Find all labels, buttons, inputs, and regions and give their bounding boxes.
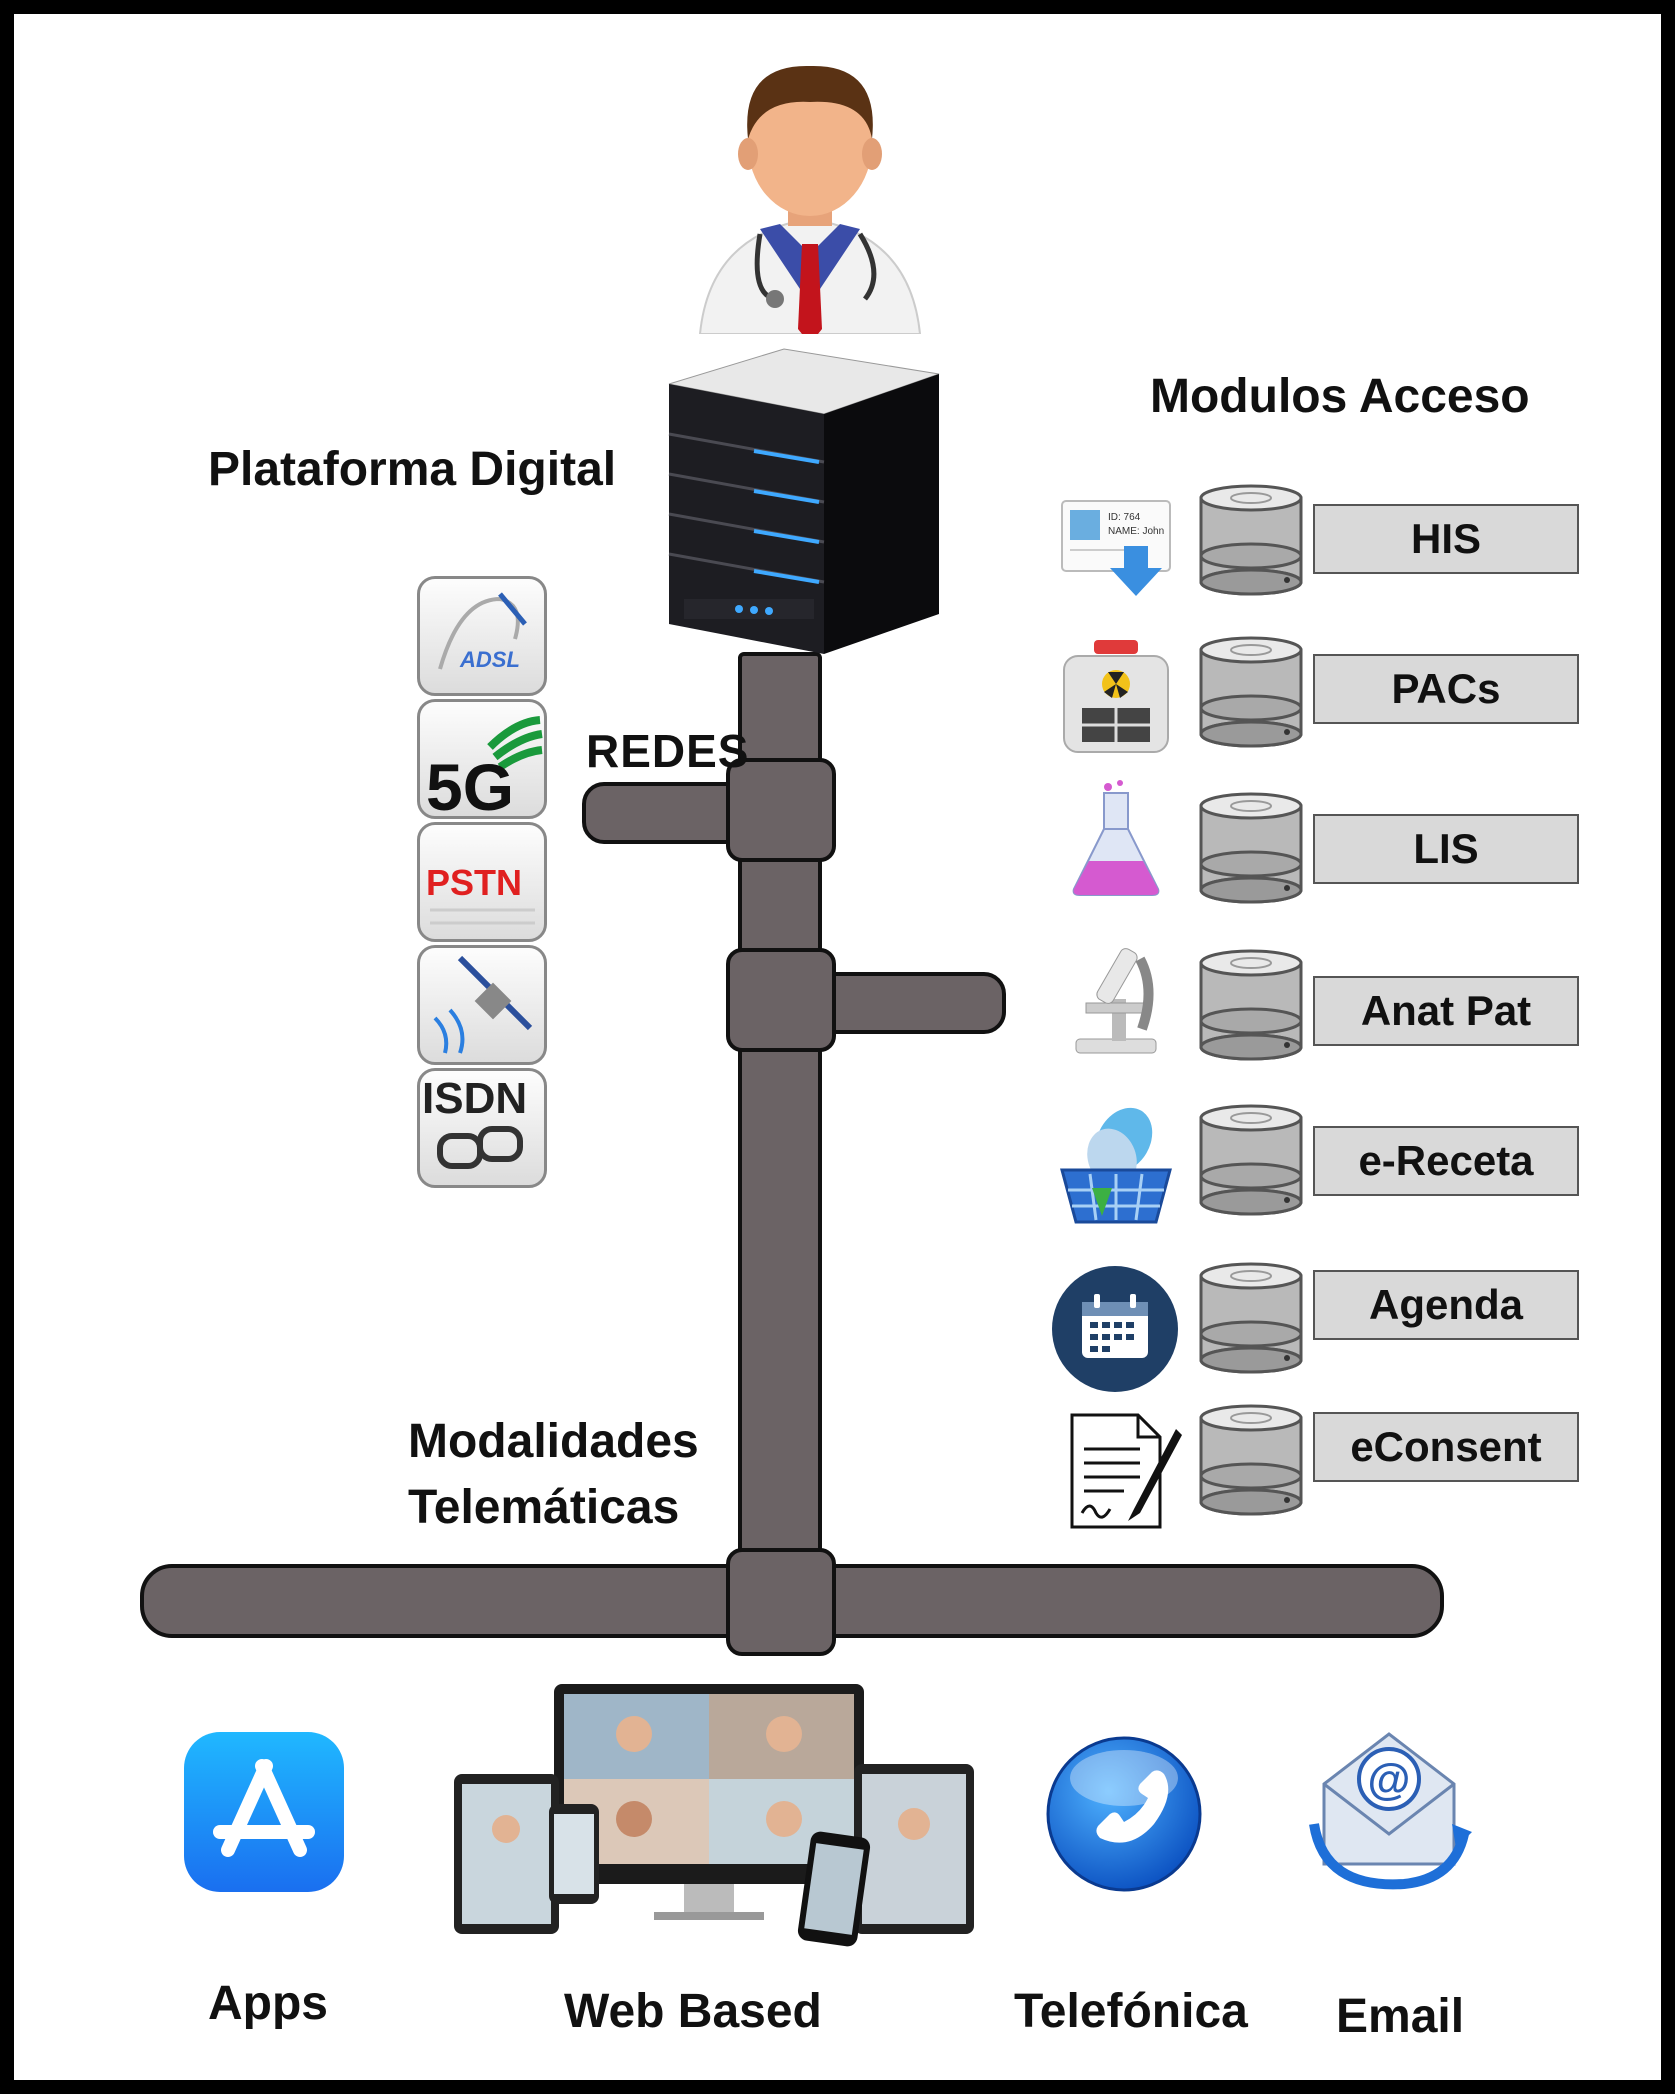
- 5g-icon: 5G: [417, 699, 547, 819]
- modality-telefonica: Telefónica: [1014, 1985, 1248, 2038]
- isdn-icon: ISDN: [417, 1068, 547, 1188]
- 5g-text: 5G: [426, 750, 514, 816]
- lab-flask-icon: [1072, 780, 1160, 896]
- networks-label: REDES: [586, 725, 750, 777]
- database-icon-econsent: [1199, 1404, 1303, 1516]
- microscope-icon: [1075, 948, 1157, 1054]
- doctor-icon: [698, 65, 922, 334]
- modalities-label: Modalidades Telemáticas: [408, 1409, 699, 1541]
- module-e-receta: e-Receta: [1313, 1126, 1579, 1196]
- modality-web-based: Web Based: [564, 1985, 822, 2038]
- database-icon-ereceta: [1199, 1104, 1303, 1216]
- module-econsent: eConsent: [1313, 1412, 1579, 1482]
- pstn-text: PSTN: [426, 862, 522, 903]
- database-icon-anatpat: [1199, 949, 1303, 1061]
- modules-heading: Modulos Acceso: [1150, 370, 1530, 423]
- server-icon: [668, 348, 940, 654]
- modalities-label-line2: Telemáticas: [408, 1481, 680, 1534]
- module-anat-pat: Anat Pat: [1313, 976, 1579, 1046]
- module-lis: LIS: [1313, 814, 1579, 884]
- database-icon-agenda: [1199, 1262, 1303, 1374]
- phone-icon: [1046, 1736, 1202, 1892]
- modality-email: Email: [1336, 1990, 1465, 2043]
- module-his: HIS: [1313, 504, 1579, 574]
- database-icon-his: [1199, 484, 1303, 596]
- database-icon-lis: [1199, 792, 1303, 904]
- patient-id-card-icon: ID: 764 NAME: John: [1061, 500, 1171, 596]
- pstn-icon: PSTN: [417, 822, 547, 942]
- id-card-line1: ID: 764: [1108, 512, 1141, 523]
- adsl-icon: ADSL: [417, 576, 547, 696]
- calendar-icon: [1052, 1266, 1178, 1392]
- app-store-icon: [184, 1732, 344, 1892]
- prescription-basket-icon: [1060, 1107, 1172, 1224]
- satellite-icon: [417, 945, 547, 1065]
- module-agenda: Agenda: [1313, 1270, 1579, 1340]
- signed-document-icon: [1070, 1413, 1182, 1529]
- adsl-text: ADSL: [459, 647, 520, 672]
- isdn-text: ISDN: [422, 1074, 527, 1123]
- svg-text:@: @: [1368, 1755, 1411, 1804]
- email-icon: @: [1309, 1732, 1472, 1890]
- module-pacs: PACs: [1313, 654, 1579, 724]
- database-icon-pacs: [1199, 636, 1303, 748]
- id-card-line2: NAME: John: [1108, 526, 1164, 537]
- diagram-canvas: Plataforma Digital Modulos Acceso REDES …: [14, 14, 1661, 2080]
- radiology-case-icon: [1063, 640, 1169, 753]
- pipe-network: [140, 652, 1444, 1656]
- modalities-label-line1: Modalidades: [408, 1415, 699, 1468]
- platform-label: Plataforma Digital: [208, 443, 617, 496]
- multi-device-video-icon: [454, 1684, 974, 1947]
- modality-apps: Apps: [208, 1977, 328, 2030]
